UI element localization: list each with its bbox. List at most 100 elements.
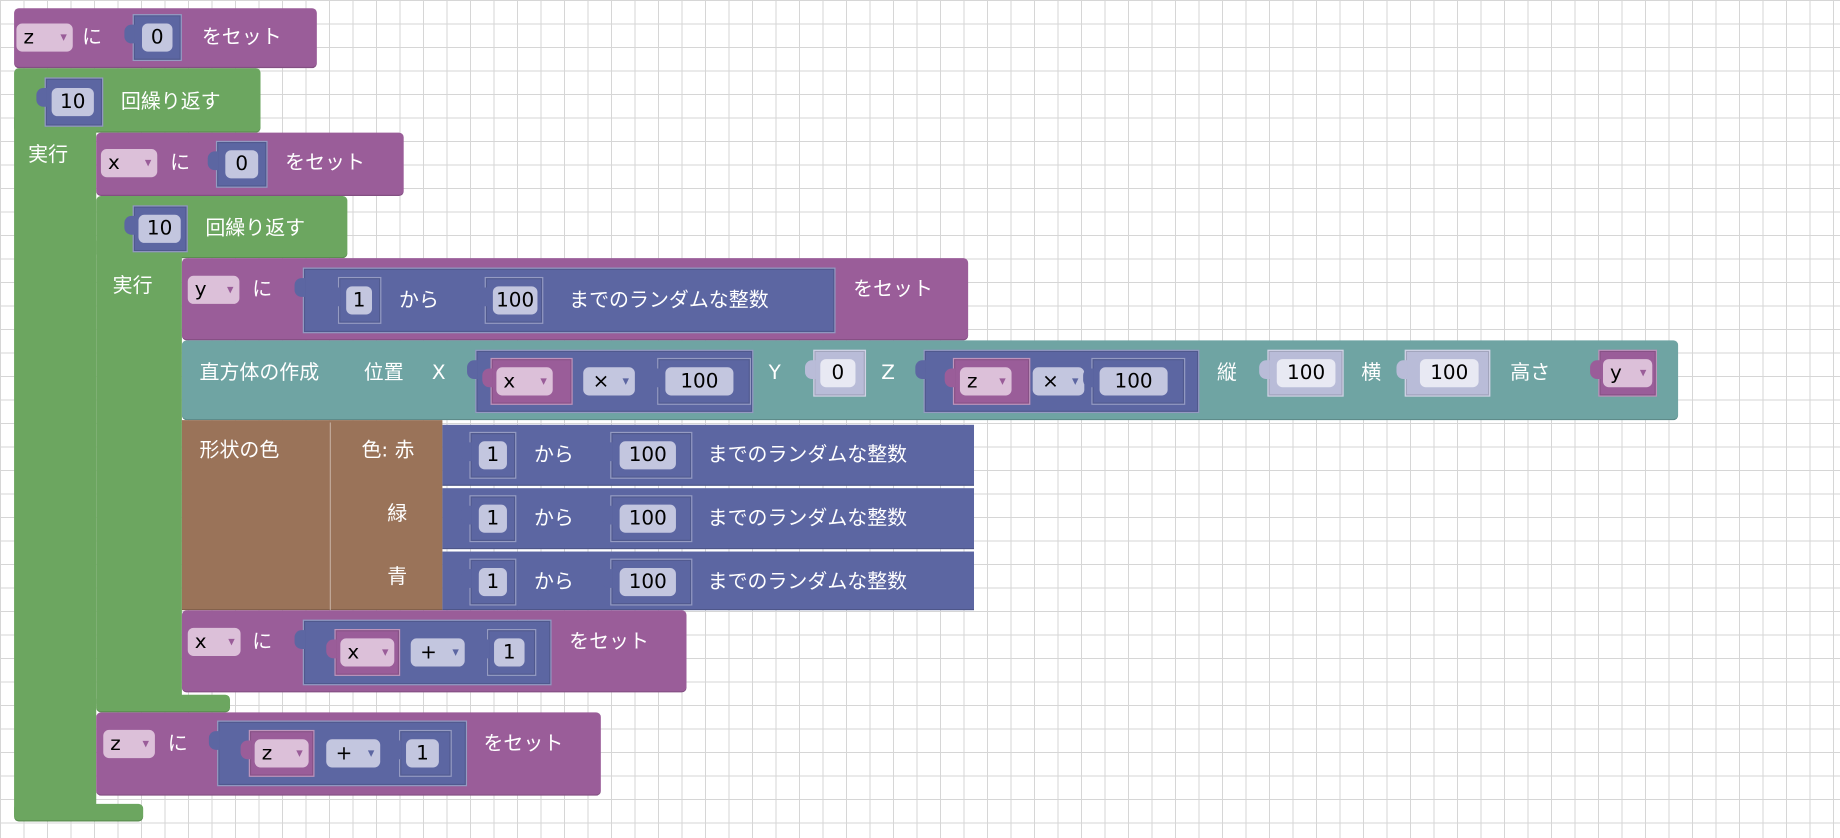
shape-color-block[interactable] <box>181 420 443 611</box>
blue-label: 青 <box>387 565 408 590</box>
chevron-down-icon: ▾ <box>227 281 234 297</box>
set-op-label: に <box>170 151 191 175</box>
chevron-down-icon: ▾ <box>381 644 389 660</box>
to-label: までのランダムな整数 <box>707 443 908 468</box>
operator: + <box>335 741 353 766</box>
chevron-down-icon: ▾ <box>1639 364 1647 381</box>
var-name: x <box>503 369 516 394</box>
random-from-field[interactable]: 1 <box>478 567 507 597</box>
repeat-inner-bottom <box>96 694 231 713</box>
random-int-block-green[interactable] <box>442 488 975 550</box>
random-int-block[interactable] <box>294 267 836 334</box>
chevron-down-icon: ▾ <box>367 745 375 761</box>
var-name: x <box>107 151 120 175</box>
var-dropdown-z[interactable]: z▾ <box>254 739 309 768</box>
depth-field[interactable]: 100 <box>1276 359 1336 388</box>
shape-color-label: 形状の色 <box>199 438 280 463</box>
width-field[interactable]: 100 <box>1419 359 1479 388</box>
repeat-outer-bottom <box>14 803 144 822</box>
var-dropdown-x[interactable]: x▾ <box>340 638 395 667</box>
operator-dropdown[interactable]: +▾ <box>410 638 465 667</box>
repeat-outer-do: 実行 <box>28 143 69 167</box>
from-label: から <box>533 443 574 468</box>
number-field[interactable]: 100 <box>665 367 734 396</box>
var-dropdown-z[interactable]: z▾ <box>16 23 73 52</box>
cuboid-title: 直方体の作成 <box>199 361 320 385</box>
chevron-down-icon: ▾ <box>622 373 629 389</box>
repeat-outer-label: 回繰り返す <box>120 90 221 114</box>
set-op-label: に <box>82 25 103 50</box>
var-name: z <box>110 732 121 756</box>
repeat-inner-arm <box>96 240 182 710</box>
chevron-down-icon: ▾ <box>452 644 459 660</box>
height-label: 高さ <box>1510 361 1551 385</box>
var-name: x <box>347 640 360 665</box>
random-to-field[interactable]: 100 <box>619 441 676 470</box>
random-from-field[interactable]: 1 <box>478 504 507 533</box>
repeat-outer-count[interactable]: 10 <box>51 88 94 117</box>
set-suffix: をセット <box>201 25 282 50</box>
chevron-down-icon: ▾ <box>296 745 303 761</box>
set-op-label: に <box>252 630 273 654</box>
chevron-down-icon: ▾ <box>60 29 67 45</box>
x-label: X <box>431 361 446 385</box>
set-op-label: に <box>252 278 273 302</box>
var-name: z <box>966 369 978 394</box>
var-name: z <box>23 25 34 50</box>
operator: × <box>592 369 610 394</box>
operator-dropdown[interactable]: ×▾ <box>583 367 635 396</box>
chevron-down-icon: ▾ <box>999 373 1006 389</box>
green-label: 緑 <box>387 502 408 526</box>
number-field[interactable]: 100 <box>1099 367 1168 396</box>
set-suffix: をセット <box>285 151 365 175</box>
random-from-field[interactable]: 1 <box>346 286 372 315</box>
var-dropdown-x[interactable]: x▾ <box>496 367 553 396</box>
chevron-down-icon: ▾ <box>540 373 547 389</box>
from-label: から <box>533 570 574 594</box>
set-suffix: をセット <box>483 732 564 756</box>
number-field[interactable]: 0 <box>225 150 259 179</box>
position-label: 位置 <box>363 361 404 385</box>
operator: + <box>420 640 437 665</box>
from-label: から <box>398 288 439 313</box>
chevron-down-icon: ▾ <box>142 735 150 752</box>
var-name: z <box>261 741 273 766</box>
width-label: 横 <box>1361 361 1382 385</box>
divider <box>329 422 331 611</box>
var-dropdown-y[interactable]: y▾ <box>187 275 240 304</box>
operator: × <box>1042 369 1059 394</box>
to-label: までのランダムな整数 <box>707 506 908 531</box>
var-socket <box>326 628 401 676</box>
chevron-down-icon: ▾ <box>1071 373 1079 389</box>
set-op-label: に <box>167 732 188 756</box>
number-field[interactable]: 1 <box>406 739 439 768</box>
random-to-field[interactable]: 100 <box>619 504 676 533</box>
random-int-block-blue[interactable] <box>442 551 975 611</box>
depth-label: 縦 <box>1216 361 1237 385</box>
random-to-field[interactable]: 100 <box>619 567 676 597</box>
var-dropdown-z[interactable]: z▾ <box>103 729 155 759</box>
z-label: Z <box>881 361 895 385</box>
var-name: y <box>1610 361 1622 385</box>
random-from-field[interactable]: 1 <box>478 441 507 470</box>
operator-dropdown[interactable]: ×▾ <box>1032 367 1085 396</box>
from-label: から <box>533 506 574 531</box>
y-value-field[interactable]: 0 <box>820 359 856 388</box>
random-int-block-red[interactable] <box>442 424 975 486</box>
repeat-inner-do: 実行 <box>112 274 153 299</box>
var-dropdown-y[interactable]: y▾ <box>1603 359 1653 388</box>
set-suffix: をセット <box>569 630 649 654</box>
operator-dropdown[interactable]: +▾ <box>326 739 381 768</box>
chevron-down-icon: ▾ <box>228 633 235 649</box>
var-dropdown-x[interactable]: x▾ <box>100 149 158 178</box>
to-label: までのランダムな整数 <box>707 570 908 594</box>
var-dropdown-z[interactable]: z▾ <box>959 367 1012 396</box>
repeat-inner-label: 回繰り返す <box>205 217 306 241</box>
var-name: y <box>194 278 207 302</box>
random-to-field[interactable]: 100 <box>492 286 538 315</box>
number-field[interactable]: 1 <box>494 638 525 667</box>
var-dropdown-x[interactable]: x▾ <box>187 627 241 656</box>
repeat-inner-count[interactable]: 10 <box>138 214 181 243</box>
number-field[interactable]: 0 <box>141 23 173 52</box>
